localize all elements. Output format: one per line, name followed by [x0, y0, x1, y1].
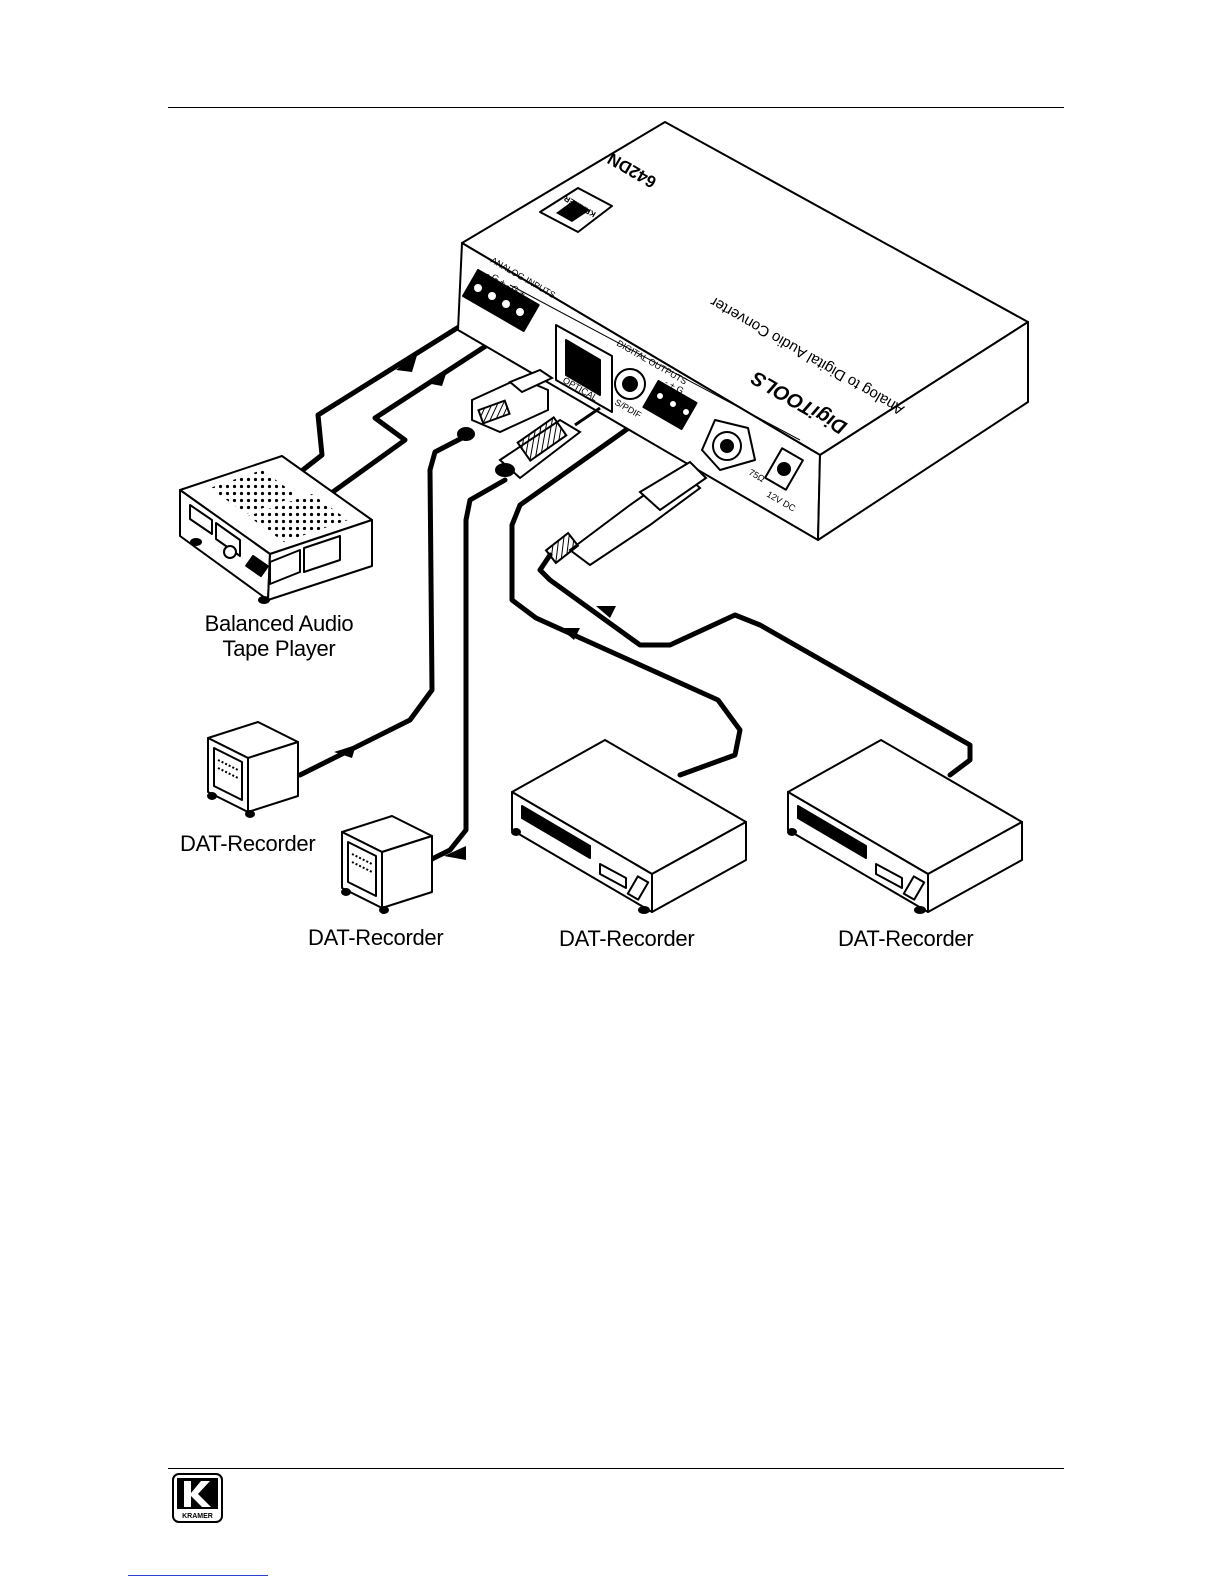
link-underline	[128, 1575, 268, 1576]
footer-rule	[168, 1468, 1064, 1469]
tape-player-label-line2: Tape Player	[205, 636, 354, 661]
tape-player-label-line1: Balanced Audio	[205, 611, 354, 636]
bnc-plug	[546, 462, 706, 565]
dat-recorder-label-4: DAT-Recorder	[838, 926, 973, 952]
kramer-logo-icon: KRAMER	[172, 1473, 223, 1523]
footer-logo-text: KRAMER	[182, 1513, 213, 1520]
dat-recorder-label-2: DAT-Recorder	[308, 925, 443, 951]
dat-recorder-label-3: DAT-Recorder	[559, 926, 694, 952]
dat-recorder-deck-2	[788, 740, 1022, 913]
dat-recorder-small-1	[208, 722, 298, 817]
dat-recorder-label-1: DAT-Recorder	[180, 831, 315, 857]
tape-player	[180, 456, 372, 603]
converter-device	[458, 122, 1028, 540]
cable-spdif	[430, 480, 505, 860]
tape-player-label: Balanced Audio Tape Player	[205, 611, 354, 661]
arrow-icon	[426, 368, 448, 386]
dat-recorder-small-2	[342, 816, 432, 913]
